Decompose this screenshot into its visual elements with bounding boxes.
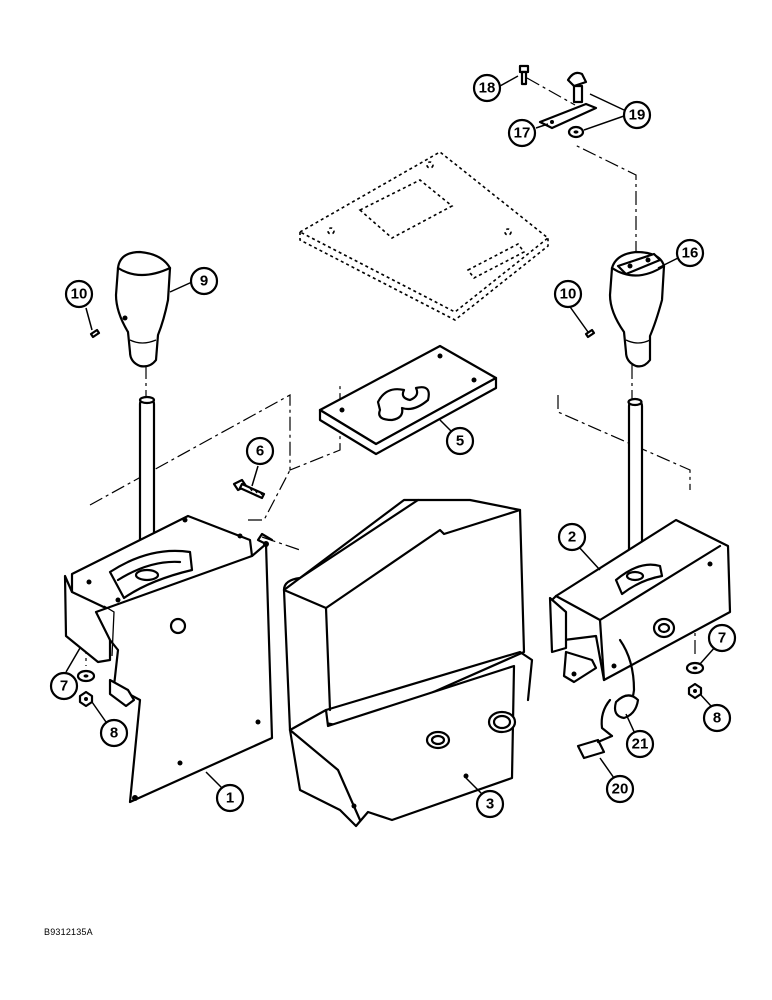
part-8-left-nut	[78, 690, 94, 708]
svg-text:8: 8	[713, 710, 721, 727]
svg-text:1: 1	[226, 790, 234, 807]
callout-2: 2	[557, 522, 587, 552]
callout-20: 20	[605, 774, 635, 804]
svg-text:17: 17	[514, 125, 531, 142]
part-10-right-set-screw	[584, 328, 596, 339]
svg-text:6: 6	[256, 443, 264, 460]
part-8-right-nut	[687, 682, 703, 700]
svg-text:3: 3	[486, 796, 494, 813]
part-16-right-knob	[608, 250, 666, 368]
callout-leaders	[65, 75, 717, 797]
part-2-right-bracket	[548, 518, 732, 684]
svg-text:19: 19	[629, 107, 646, 124]
callout-16: 16	[675, 238, 705, 268]
callout-18: 18	[472, 73, 502, 103]
callout-8-left: 8	[99, 718, 129, 748]
part-17-plate	[538, 102, 598, 130]
callout-6: 6	[245, 436, 275, 466]
callout-17: 17	[507, 118, 537, 148]
svg-text:7: 7	[60, 678, 68, 695]
part-19-button-and-washer	[566, 71, 588, 139]
part-20-connector	[576, 734, 614, 760]
callout-9: 9	[189, 266, 219, 296]
callout-7-right: 7	[707, 623, 737, 653]
callout-3: 3	[475, 789, 505, 819]
svg-text:16: 16	[682, 245, 699, 262]
callout-19: 19	[622, 100, 652, 130]
svg-text:10: 10	[71, 286, 88, 303]
callout-21: 21	[625, 729, 655, 759]
svg-text:9: 9	[200, 273, 208, 290]
callout-7-left: 7	[49, 671, 79, 701]
part-18-screw	[518, 64, 530, 86]
svg-text:7: 7	[718, 630, 726, 647]
svg-text:10: 10	[560, 286, 577, 303]
figure-code: B9312135A	[44, 927, 93, 937]
part-6-bolt	[232, 478, 266, 500]
callout-10-left: 10	[64, 279, 94, 309]
part-10-left-set-screw	[89, 328, 101, 339]
svg-text:8: 8	[110, 725, 118, 742]
part-21-wire-harness	[600, 638, 640, 738]
svg-text:5: 5	[456, 433, 464, 450]
svg-text:18: 18	[479, 80, 496, 97]
callout-1: 1	[215, 783, 245, 813]
part-7-left-washer	[76, 669, 96, 683]
callout-5: 5	[445, 426, 475, 456]
callout-8-right: 8	[702, 703, 732, 733]
part-7-right-washer	[685, 661, 705, 675]
svg-text:2: 2	[568, 529, 576, 546]
part-3-console-housing	[282, 498, 534, 828]
callout-10-right: 10	[553, 279, 583, 309]
svg-text:20: 20	[612, 781, 629, 798]
part-5-gate-plate	[318, 344, 498, 456]
floor-plate	[298, 151, 550, 321]
part-1-left-bracket	[63, 514, 274, 804]
svg-text:21: 21	[632, 736, 649, 753]
part-9-left-knob	[114, 250, 172, 368]
